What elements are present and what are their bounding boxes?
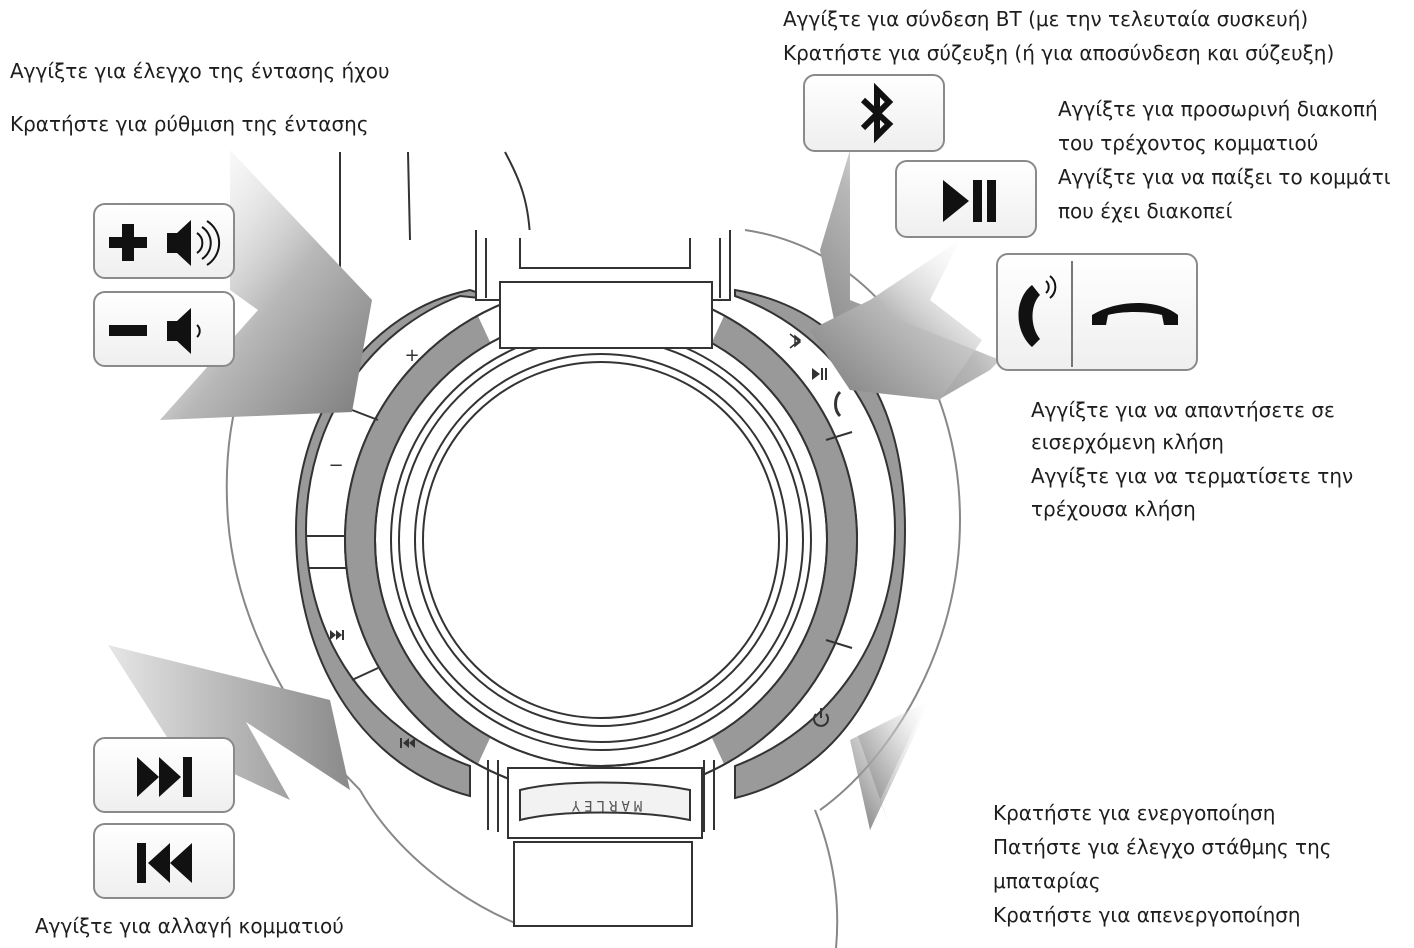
ear-cushion — [390, 329, 812, 751]
volume-tap-text: Αγγίξτε για έλεγχο της έντασης ήχου — [10, 59, 390, 83]
bluetooth-hold-text: Κρατήστε για σύζευξη (ή για αποσύνδεση κ… — [783, 41, 1335, 65]
playpause-text-3: Αγγίξτε για να παίξει το κομμάτι — [1058, 165, 1391, 189]
track-tap-text: Αγγίξτε για αλλαγή κομματιού — [35, 914, 344, 938]
volume-up-button — [93, 203, 235, 279]
next-track-icon — [137, 757, 192, 797]
call-text-4: τρέχουσα κλήση — [1031, 497, 1196, 521]
call-text-3: Αγγίξτε για να τερματίσετε την — [1031, 464, 1354, 488]
speaker-loud-icon — [167, 220, 221, 266]
phone-answer-icon — [1018, 275, 1057, 347]
ring-previous-icon — [400, 738, 415, 748]
playpause-arrow — [810, 240, 982, 400]
power-text-2: Πατήστε για έλεγχο στάθμης της — [993, 835, 1332, 859]
power-text-4: Κρατήστε για απενεργοποίηση — [993, 903, 1301, 927]
plus-icon — [109, 224, 147, 261]
ring-plus-label: + — [404, 345, 419, 366]
phone-hangup-icon — [1092, 303, 1178, 325]
ring-bluetooth-icon — [789, 333, 802, 349]
power-arrow-wide — [850, 698, 932, 830]
ring-phone-icon — [834, 390, 842, 418]
playpause-text-4: που έχει διακοπεί — [1058, 199, 1233, 223]
bluetooth-button — [803, 74, 945, 152]
minus-icon — [109, 325, 147, 336]
track-arrow — [108, 645, 350, 800]
ring-minus-label: − — [328, 455, 343, 476]
headband — [475, 230, 731, 349]
ring-icons: + − — [328, 333, 842, 748]
bluetooth-tap-text: Αγγίξτε για σύνδεση BT (με την τελευταία… — [783, 7, 1309, 31]
volume-down-button — [93, 291, 235, 367]
power-text-3: μπαταρίας — [993, 869, 1101, 893]
playpause-text-2: του τρέχοντος κομματιού — [1058, 131, 1319, 155]
previous-track-icon — [137, 843, 192, 883]
call-text-1: Αγγίξτε για να απαντήσετε σε — [1031, 398, 1335, 422]
play-pause-button — [895, 160, 1037, 238]
previous-track-button — [93, 823, 235, 899]
play-pause-icon — [943, 180, 996, 222]
speaker-quiet-icon — [167, 308, 201, 354]
call-button — [996, 253, 1198, 371]
volume-hold-text: Κρατήστε για ρύθμιση της έντασης — [10, 112, 369, 136]
headband-slider — [487, 760, 715, 927]
next-track-button — [93, 737, 235, 813]
ring-next-icon — [330, 630, 344, 640]
power-text-1: Κρατήστε για ενεργοποίηση — [993, 801, 1276, 825]
brand-label: MARLEY — [568, 797, 643, 813]
ring-power-icon — [813, 708, 829, 727]
call-text-2: εισερχόμενη κλήση — [1031, 430, 1224, 454]
ring-playpause-icon — [812, 368, 827, 380]
volume-arrow — [160, 150, 372, 420]
bluetooth-icon — [860, 82, 894, 144]
playpause-text-1: Αγγίξτε για προσωρινή διακοπή — [1058, 97, 1378, 121]
